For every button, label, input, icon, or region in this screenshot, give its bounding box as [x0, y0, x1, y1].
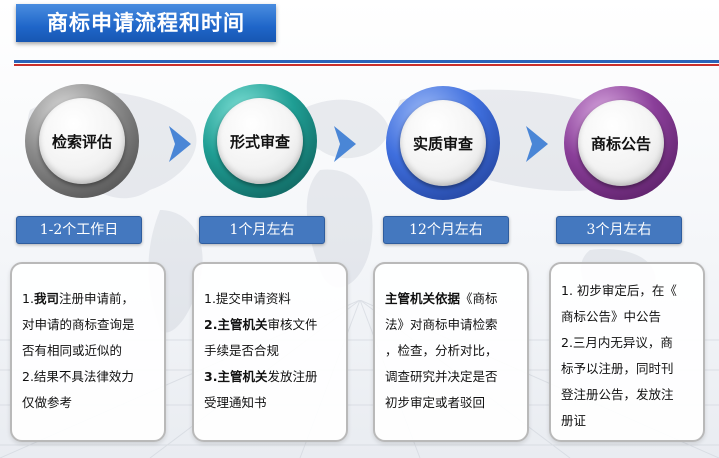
description-line: 初步审定或者驳回 — [385, 390, 519, 416]
description-text: 发放注册 — [267, 369, 318, 384]
description-text: 法》对商标申请检索 — [385, 317, 498, 332]
description-text: 主管机关依据 — [385, 291, 461, 306]
description-line: 主管机关依据《商标 — [385, 286, 519, 312]
description-text: 审核文件 — [267, 317, 318, 332]
step-1-circle-inner: 检索评估 — [39, 98, 125, 184]
description-text: 对申请的商标查询是 — [22, 317, 135, 332]
description-line: 3.主管机关发放注册 — [204, 364, 338, 390]
description-line: 受理通知书 — [204, 390, 338, 416]
description-line: 法》对商标申请检索 — [385, 312, 519, 338]
description-line: 1.我司注册申请前， — [22, 286, 156, 312]
description-text: 注册申请前， — [58, 291, 134, 306]
description-text: 仅做参考 — [22, 395, 73, 410]
description-text: 2.三月内无异议，商 — [561, 335, 673, 350]
chevron-right-icon — [334, 126, 356, 162]
step-4-duration: 3个月左右 — [556, 216, 682, 244]
description-text: 2.结果不具法律效力 — [22, 369, 134, 384]
chevron-right-icon — [169, 126, 191, 162]
description-line: ，检查，分析对比， — [385, 338, 519, 364]
step-1-label: 检索评估 — [51, 132, 112, 151]
title-banner: 商标申请流程和时间 — [16, 4, 276, 42]
title-divider-red — [14, 64, 719, 66]
description-text: 登注册公告，发放注 — [561, 387, 674, 402]
description-line: 1.提交申请资料 — [204, 286, 338, 312]
step-2-duration: 1个月左右 — [199, 216, 325, 244]
title-divider-blue — [14, 60, 719, 63]
description-text: 册证 — [561, 413, 587, 428]
description-line: 2.三月内无异议，商 — [561, 330, 695, 356]
description-line: 2.结果不具法律效力 — [22, 364, 156, 390]
description-text: 2. — [204, 317, 218, 332]
description-line: 对申请的商标查询是 — [22, 312, 156, 338]
description-text: 否有相同或近似的 — [22, 343, 123, 358]
page-title: 商标申请流程和时间 — [47, 10, 245, 35]
description-line: 标予以注册，同时刊 — [561, 356, 695, 382]
description-line: 商标公告》中公告 — [561, 304, 695, 330]
description-text: 标予以注册，同时刊 — [561, 361, 674, 376]
description-text: 3. — [204, 369, 218, 384]
description-line: 1. 初步审定后，在《 — [561, 278, 695, 304]
description-text: 初步审定或者驳回 — [385, 395, 486, 410]
step-3-description: 主管机关依据《商标法》对商标申请检索 ，检查，分析对比， 调查研究并决定是否初步审定… — [373, 262, 529, 442]
description-text: 受理通知书 — [204, 395, 267, 410]
description-text: 商标公告》中公告 — [561, 309, 662, 324]
description-line: 2.主管机关审核文件 — [204, 312, 338, 338]
description-line: 手续是否合规 — [204, 338, 338, 364]
description-text: ，检查，分析对比， — [385, 343, 498, 358]
description-text: 1. — [22, 291, 34, 306]
description-line: 登注册公告，发放注 — [561, 382, 695, 408]
step-1-description: 1.我司注册申请前， 对申请的商标查询是否有相同或近似的 2.结果不具法律效力仅做参… — [10, 262, 166, 442]
step-4-circle: 商标公告 — [564, 86, 678, 200]
step-4-circle-inner: 商标公告 — [578, 100, 664, 186]
description-line: 否有相同或近似的 — [22, 338, 156, 364]
step-3-circle-inner: 实质审查 — [400, 100, 486, 186]
step-1-circle: 检索评估 — [25, 84, 139, 198]
step-3-duration: 12个月左右 — [383, 216, 509, 244]
description-text: 我司 — [33, 291, 59, 306]
step-4-label: 商标公告 — [590, 134, 651, 153]
step-3-circle: 实质审查 — [386, 86, 500, 200]
step-2-circle: 形式审查 — [203, 84, 317, 198]
description-line: 调查研究并决定是否 — [385, 364, 519, 390]
description-text: 1.提交申请资料 — [204, 291, 291, 306]
step-1-duration: 1-2个工作日 — [16, 216, 142, 244]
description-text: 调查研究并决定是否 — [385, 369, 498, 384]
chevron-right-icon — [526, 126, 548, 162]
step-4-description: 1. 初步审定后，在《商标公告》中公告 2.三月内无异议，商标予以注册，同时刊登注… — [549, 262, 705, 442]
description-line: 册证 — [561, 408, 695, 434]
step-3-label: 实质审查 — [412, 134, 473, 153]
description-text: 手续是否合规 — [204, 343, 280, 358]
description-text: 主管机关 — [217, 317, 268, 332]
step-2-circle-inner: 形式审查 — [217, 98, 303, 184]
step-2-label: 形式审查 — [229, 132, 290, 151]
description-text: 主管机关 — [217, 369, 268, 384]
description-text: 《商标 — [460, 291, 498, 306]
description-text: 1. 初步审定后，在《 — [561, 283, 677, 298]
description-line: 仅做参考 — [22, 390, 156, 416]
